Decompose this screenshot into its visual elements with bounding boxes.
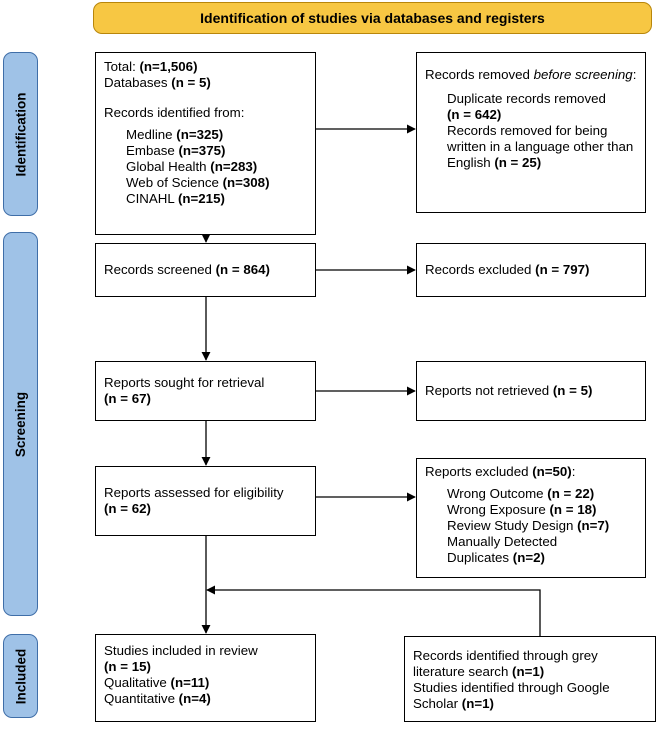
records-from-label: Records identified from: (104, 105, 245, 120)
screened-value: (n = 864) (215, 262, 270, 277)
assessed-value: (n = 62) (104, 501, 151, 516)
total-label: Total: (104, 59, 140, 74)
excluded-value: (n = 797) (535, 262, 590, 277)
phase-screening: Screening (3, 232, 38, 616)
phase-included: Included (3, 634, 38, 718)
source-medline: Medline (n=325) (126, 127, 224, 142)
phase-identification: Identification (3, 52, 38, 216)
records-screened-box: Records screened (n = 864) (95, 243, 316, 297)
reports-sought-box: Reports sought for retrieval (n = 67) (95, 361, 316, 421)
reports-not-retrieved-box: Reports not retrieved (n = 5) (416, 361, 646, 421)
language-value: (n = 25) (494, 155, 542, 170)
not-retrieved-value: (n = 5) (552, 383, 593, 398)
total-value: (n=1,506) (139, 59, 198, 74)
quantitative-line: Quantitative (n=4) (104, 691, 211, 706)
records-excluded-box: Records excluded (n = 797) (416, 243, 646, 297)
source-global-health: Global Health (n=283) (126, 159, 258, 174)
qualitative-line: Qualitative (n=11) (104, 675, 210, 690)
source-cinahl: CINAHL (n=215) (126, 191, 225, 206)
section-header-title: Identification of studies via databases … (200, 10, 545, 26)
language-line: Records removed for being written in a l… (447, 123, 637, 171)
reason-manual-duplicates: Manually Detected Duplicates (n=2) (447, 534, 558, 565)
studies-included-box: Studies included in review (n = 15) Qual… (95, 634, 316, 722)
language-label: Records removed for being written in a l… (447, 123, 634, 170)
section-header: Identification of studies via databases … (93, 2, 652, 34)
source-web-of-science: Web of Science (n=308) (126, 175, 270, 190)
reports-excluded-box: Reports excluded (n=50): Wrong Outcome (… (416, 458, 646, 578)
records-removed-box: Records removed before screening: Duplic… (416, 52, 646, 213)
databases-value: (n = 5) (171, 75, 211, 90)
reports-assessed-box: Reports assessed for eligibility (n = 62… (95, 466, 316, 536)
exclusion-reasons: Wrong Outcome (n = 22) Wrong Exposure (n… (425, 486, 637, 566)
grey-literature-box: Records identified through grey literatu… (404, 636, 656, 722)
arrow-grey-to-main (206, 585, 541, 636)
included-value: (n = 15) (104, 659, 151, 674)
grey-line: Records identified through grey literatu… (413, 648, 598, 679)
total-line: Total: (n=1,506) (104, 59, 307, 75)
databases-label: Databases (104, 75, 172, 90)
not-retrieved-label: Reports not retrieved (425, 383, 553, 398)
sought-value: (n = 67) (104, 391, 151, 406)
duplicates-label: Duplicate records removed (447, 91, 606, 106)
source-embase: Embase (n=375) (126, 143, 226, 158)
assessed-label: Reports assessed for eligibility (104, 485, 284, 500)
source-list: Medline (n=325) Embase (n=375) Global He… (104, 127, 307, 207)
sought-label: Reports sought for retrieval (104, 375, 265, 390)
reason-wrong-exposure: Wrong Exposure (n = 18) (447, 502, 597, 517)
reason-review-study-design: Review Study Design (n=7) (447, 518, 610, 533)
screened-label: Records screened (104, 262, 216, 277)
removed-title: Records removed before screening: (425, 67, 637, 82)
reason-wrong-outcome: Wrong Outcome (n = 22) (447, 486, 595, 501)
duplicates-value: (n = 642) (447, 107, 502, 122)
reports-excluded-title: Reports excluded (n=50): (425, 464, 576, 479)
included-label: Studies included in review (104, 643, 258, 658)
scholar-line: Studies identified through Google Schola… (413, 680, 610, 711)
databases-line: Databases (n = 5) (104, 75, 307, 91)
excluded-label: Records excluded (425, 262, 536, 277)
removed-details: Duplicate records removed (n = 642) Reco… (425, 91, 637, 171)
